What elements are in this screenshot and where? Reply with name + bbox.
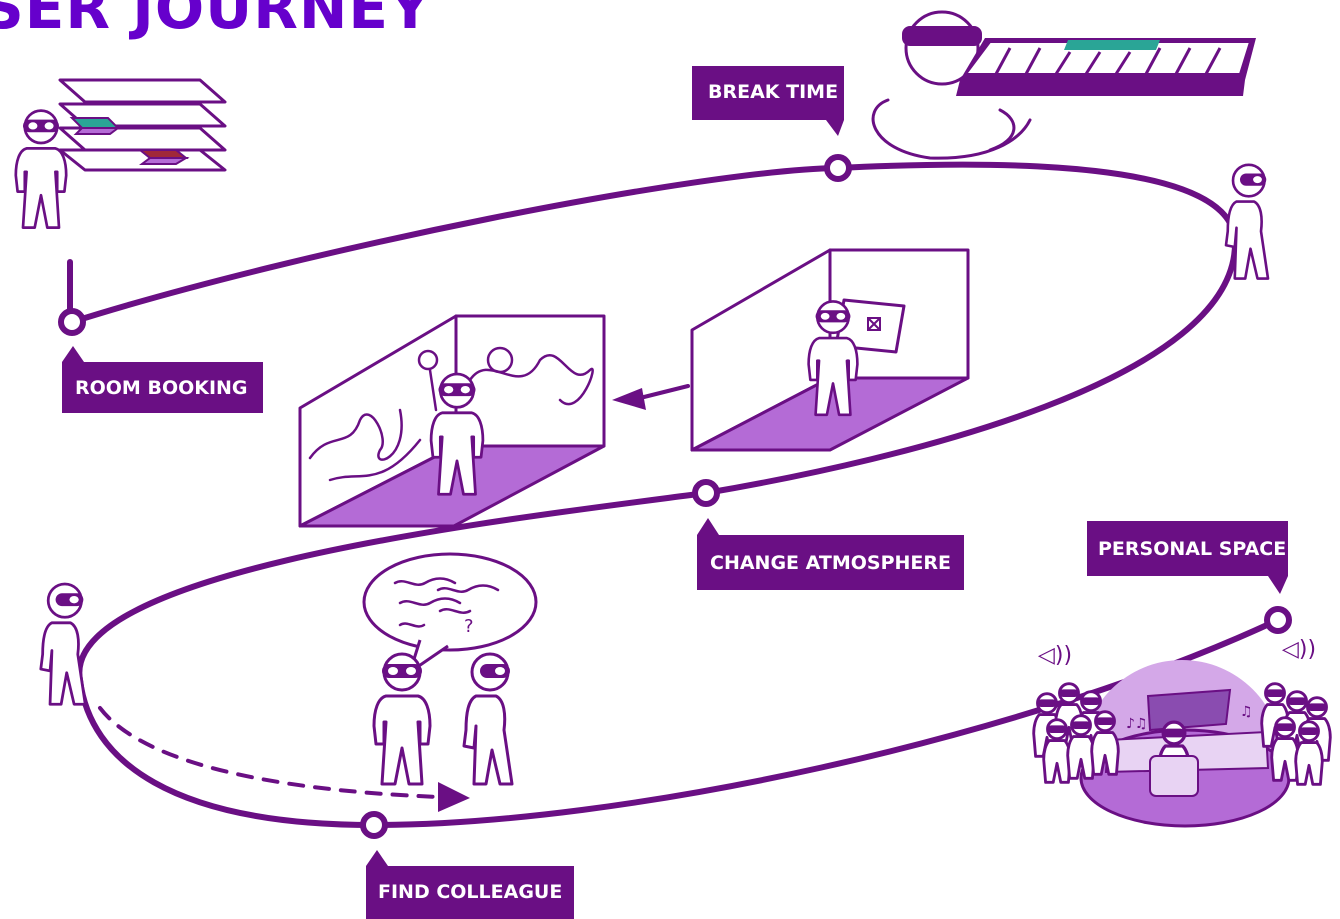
label-personal-space: PERSONAL SPACE [1087, 521, 1288, 594]
arrow-icon [438, 782, 470, 812]
colleague-right [462, 652, 514, 786]
node-room-booking [58, 308, 86, 336]
label-break-time-text: BREAK TIME [708, 81, 838, 103]
music-note-icon: ♪♫ [1126, 716, 1148, 732]
label-find-colleague: FIND COLLEAGUE [366, 850, 574, 919]
question-mark-icon: ? [464, 616, 474, 637]
colleague-left [372, 652, 432, 786]
right-room-cube [690, 248, 970, 452]
node-personal-space [1264, 606, 1292, 634]
left-room-cube [298, 314, 606, 528]
label-find-colleague-text: FIND COLLEAGUE [378, 881, 562, 903]
speaker-icon: ◁)) [1038, 643, 1072, 668]
floor-plan-stack [58, 78, 227, 172]
arrow-icon [612, 388, 646, 410]
label-room-booking: ROOM BOOKING [62, 346, 263, 413]
label-change-atmosphere: CHANGE ATMOSPHERE [697, 518, 964, 590]
dashed-path [98, 706, 442, 799]
label-room-booking-text: ROOM BOOKING [75, 377, 248, 399]
label-personal-space-text: PERSONAL SPACE [1098, 538, 1286, 560]
page-title: SER JOURNEY [0, 0, 433, 42]
node-change-atmosphere [692, 479, 720, 507]
node-find-colleague [360, 811, 388, 839]
station-nodes [58, 154, 1292, 839]
personal-space-illustration: ♪♫ ♫ ◁)) ◁)) [1032, 637, 1332, 828]
piano-keyboard [956, 38, 1256, 96]
label-change-atmosphere-text: CHANGE ATMOSPHERE [710, 552, 951, 574]
crowd-right [1260, 682, 1332, 786]
room-booking-illustration [14, 78, 227, 230]
walker-left [39, 582, 87, 706]
speaker-icon: ◁)) [1282, 637, 1316, 662]
music-note-icon: ♫ [1240, 704, 1253, 720]
break-time-illustration [871, 10, 1256, 160]
speech-bubble: ? [362, 552, 538, 674]
node-break-time [824, 154, 852, 182]
label-break-time: BREAK TIME [692, 66, 844, 136]
